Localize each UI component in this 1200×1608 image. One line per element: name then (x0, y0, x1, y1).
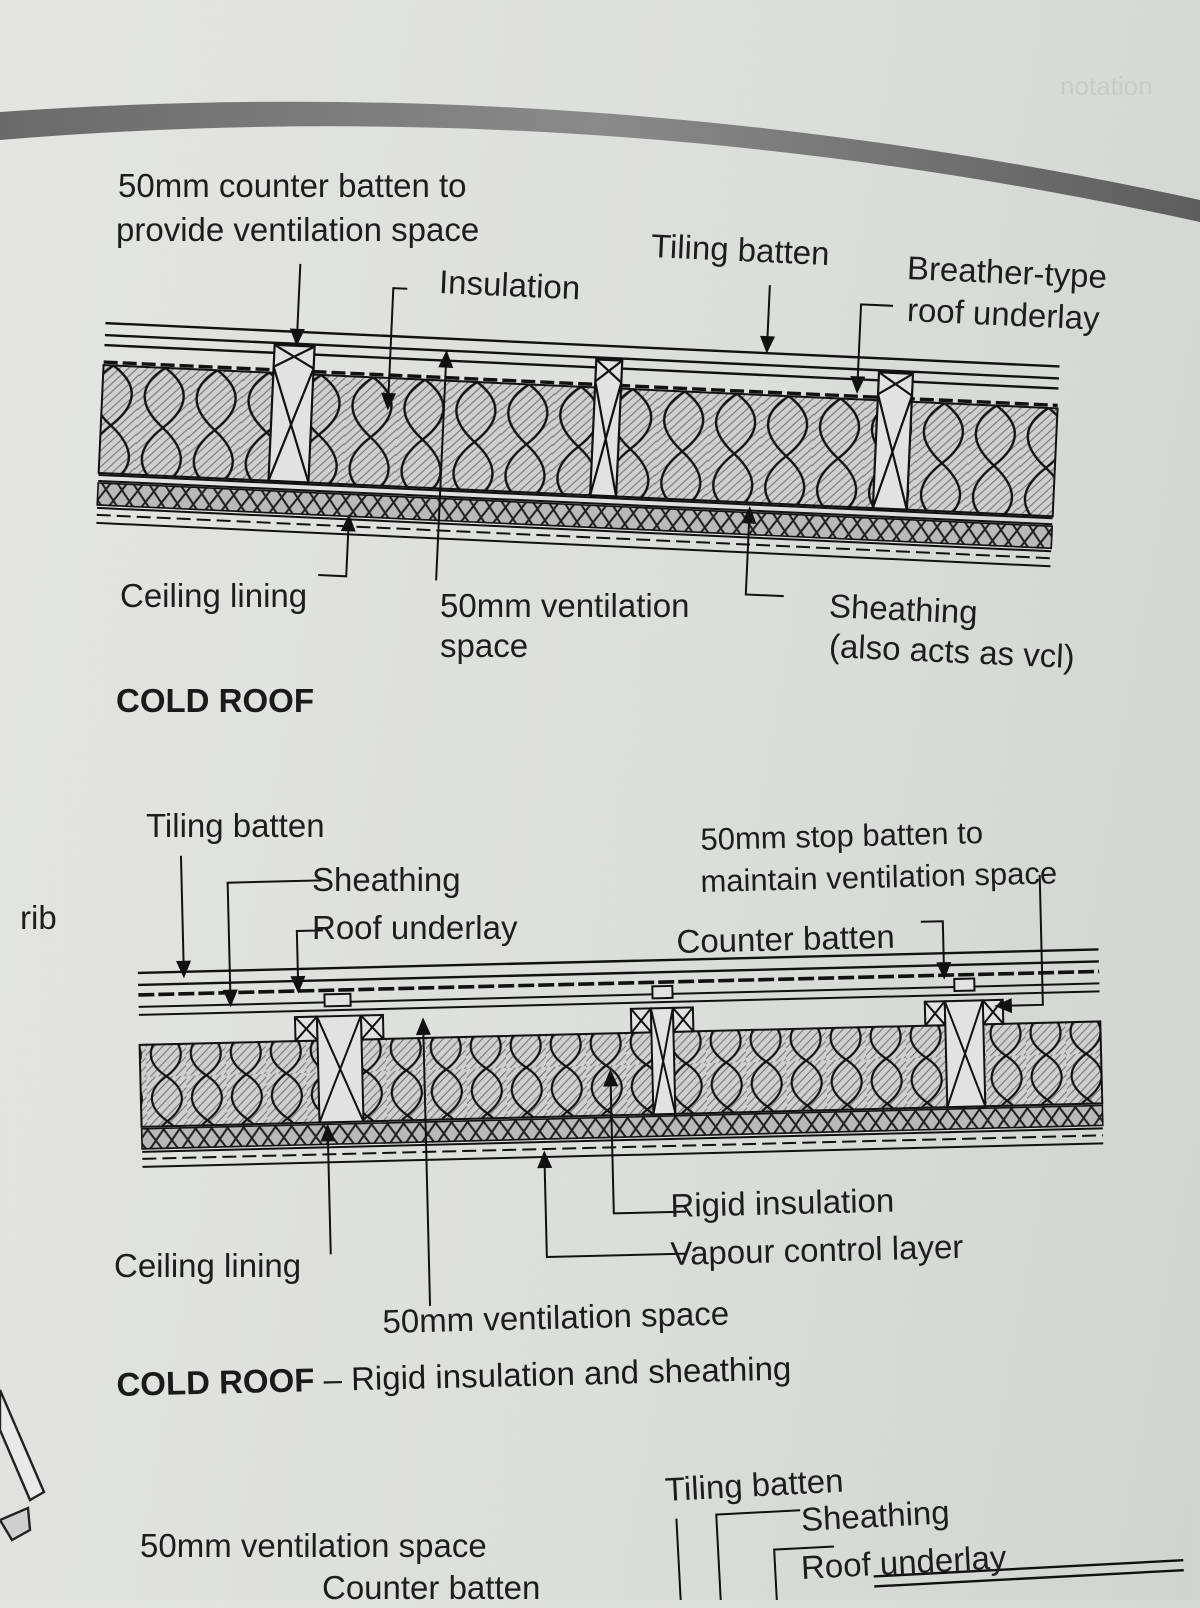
corner-fragment-text: notation (1060, 71, 1153, 101)
ceiling-lining-layer (142, 1127, 1104, 1168)
label-ceiling-lining: Ceiling lining (114, 1247, 302, 1284)
label-counter-batten-line2: provide ventilation space (116, 211, 480, 248)
insulation-quilt (97, 364, 1059, 518)
sheathing-board (138, 982, 1100, 1016)
leader-lines (289, 263, 894, 598)
breather-roof-underlay (103, 360, 1058, 408)
label-ceiling-lining: Ceiling lining (120, 577, 308, 614)
label-tiling-batten: Tiling batten (146, 807, 325, 844)
diagram-title-cold-roof: COLD ROOF (116, 682, 314, 719)
margin-fragment-rib: rib (20, 899, 57, 936)
partial-leader-lines (675, 1509, 1184, 1600)
ceiling-lining-layer (96, 506, 1052, 568)
leader-lines (176, 855, 1044, 1306)
label-ventilation-space-line2: space (440, 627, 529, 664)
label-sheathing-3: Sheathing (800, 1493, 951, 1538)
corner-object-fragment (0, 1389, 46, 1542)
counter-batten (267, 343, 915, 511)
label-roof-underlay: Roof underlay (312, 909, 518, 946)
label-sheathing: Sheathing (312, 861, 461, 898)
label-counter-batten-3: Counter batten (322, 1569, 541, 1606)
sheathing-layer (140, 1104, 1104, 1150)
label-counter-batten: 50mm counter batten to (118, 167, 467, 204)
label-ventilation-space-3: 50mm ventilation space (140, 1527, 487, 1564)
rigid-insulation-layer (138, 1020, 1104, 1128)
sheathing-layer (96, 482, 1054, 550)
label-ventilation-space: 50mm ventilation (440, 587, 690, 624)
